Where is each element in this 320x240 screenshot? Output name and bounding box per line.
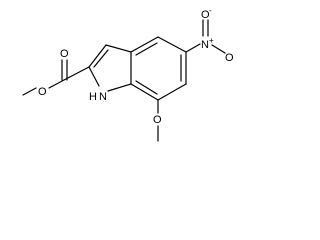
atom-nitro-oxygen-top: O xyxy=(201,9,210,21)
bond-c2-c3-inner xyxy=(93,49,109,68)
bond-lines xyxy=(22,19,226,142)
bond-c7-c7a-inner xyxy=(135,80,158,95)
atom-nitro-oxygen-right: O xyxy=(225,52,234,64)
bond-c4-c5 xyxy=(157,36,187,53)
bond-c2-c3 xyxy=(88,44,107,68)
bond-c2-n1 xyxy=(88,66,100,87)
bond-n1-c7a xyxy=(107,83,132,92)
atom-nitro-plus-charge: + xyxy=(209,36,214,45)
bond-ester-o-carbonyl-c xyxy=(48,79,65,89)
bond-c6-c7 xyxy=(157,83,187,101)
bond-c3-c3a xyxy=(105,44,132,53)
methyl-7-methoxy-5-nitroindole-2-carboxylate-structure: O O H N N + O - O O xyxy=(22,6,234,142)
atom-indole-hydrogen: H xyxy=(89,91,97,103)
bond-c7-c7a xyxy=(130,83,159,101)
bond-c3a-c4-inner xyxy=(135,42,158,56)
atom-nitro-oxygen-minus-charge: - xyxy=(209,6,212,15)
atom-carbonyl-oxygen: O xyxy=(60,48,69,60)
bond-c3a-c4 xyxy=(130,36,159,53)
atom-indole-nitrogen: N xyxy=(99,91,107,103)
atom-nitro-nitrogen: N xyxy=(201,39,209,51)
bond-c5-nitro-n xyxy=(185,43,201,53)
bond-carbonyl-c-c2 xyxy=(63,66,90,81)
bond-methyl-ester-o xyxy=(22,87,37,96)
bond-nitro-n-o-right xyxy=(211,44,226,54)
atom-methoxy-oxygen: O xyxy=(153,114,162,126)
atom-labels: O O H N N + O - O O xyxy=(38,6,234,126)
atom-ester-oxygen: O xyxy=(38,86,47,98)
